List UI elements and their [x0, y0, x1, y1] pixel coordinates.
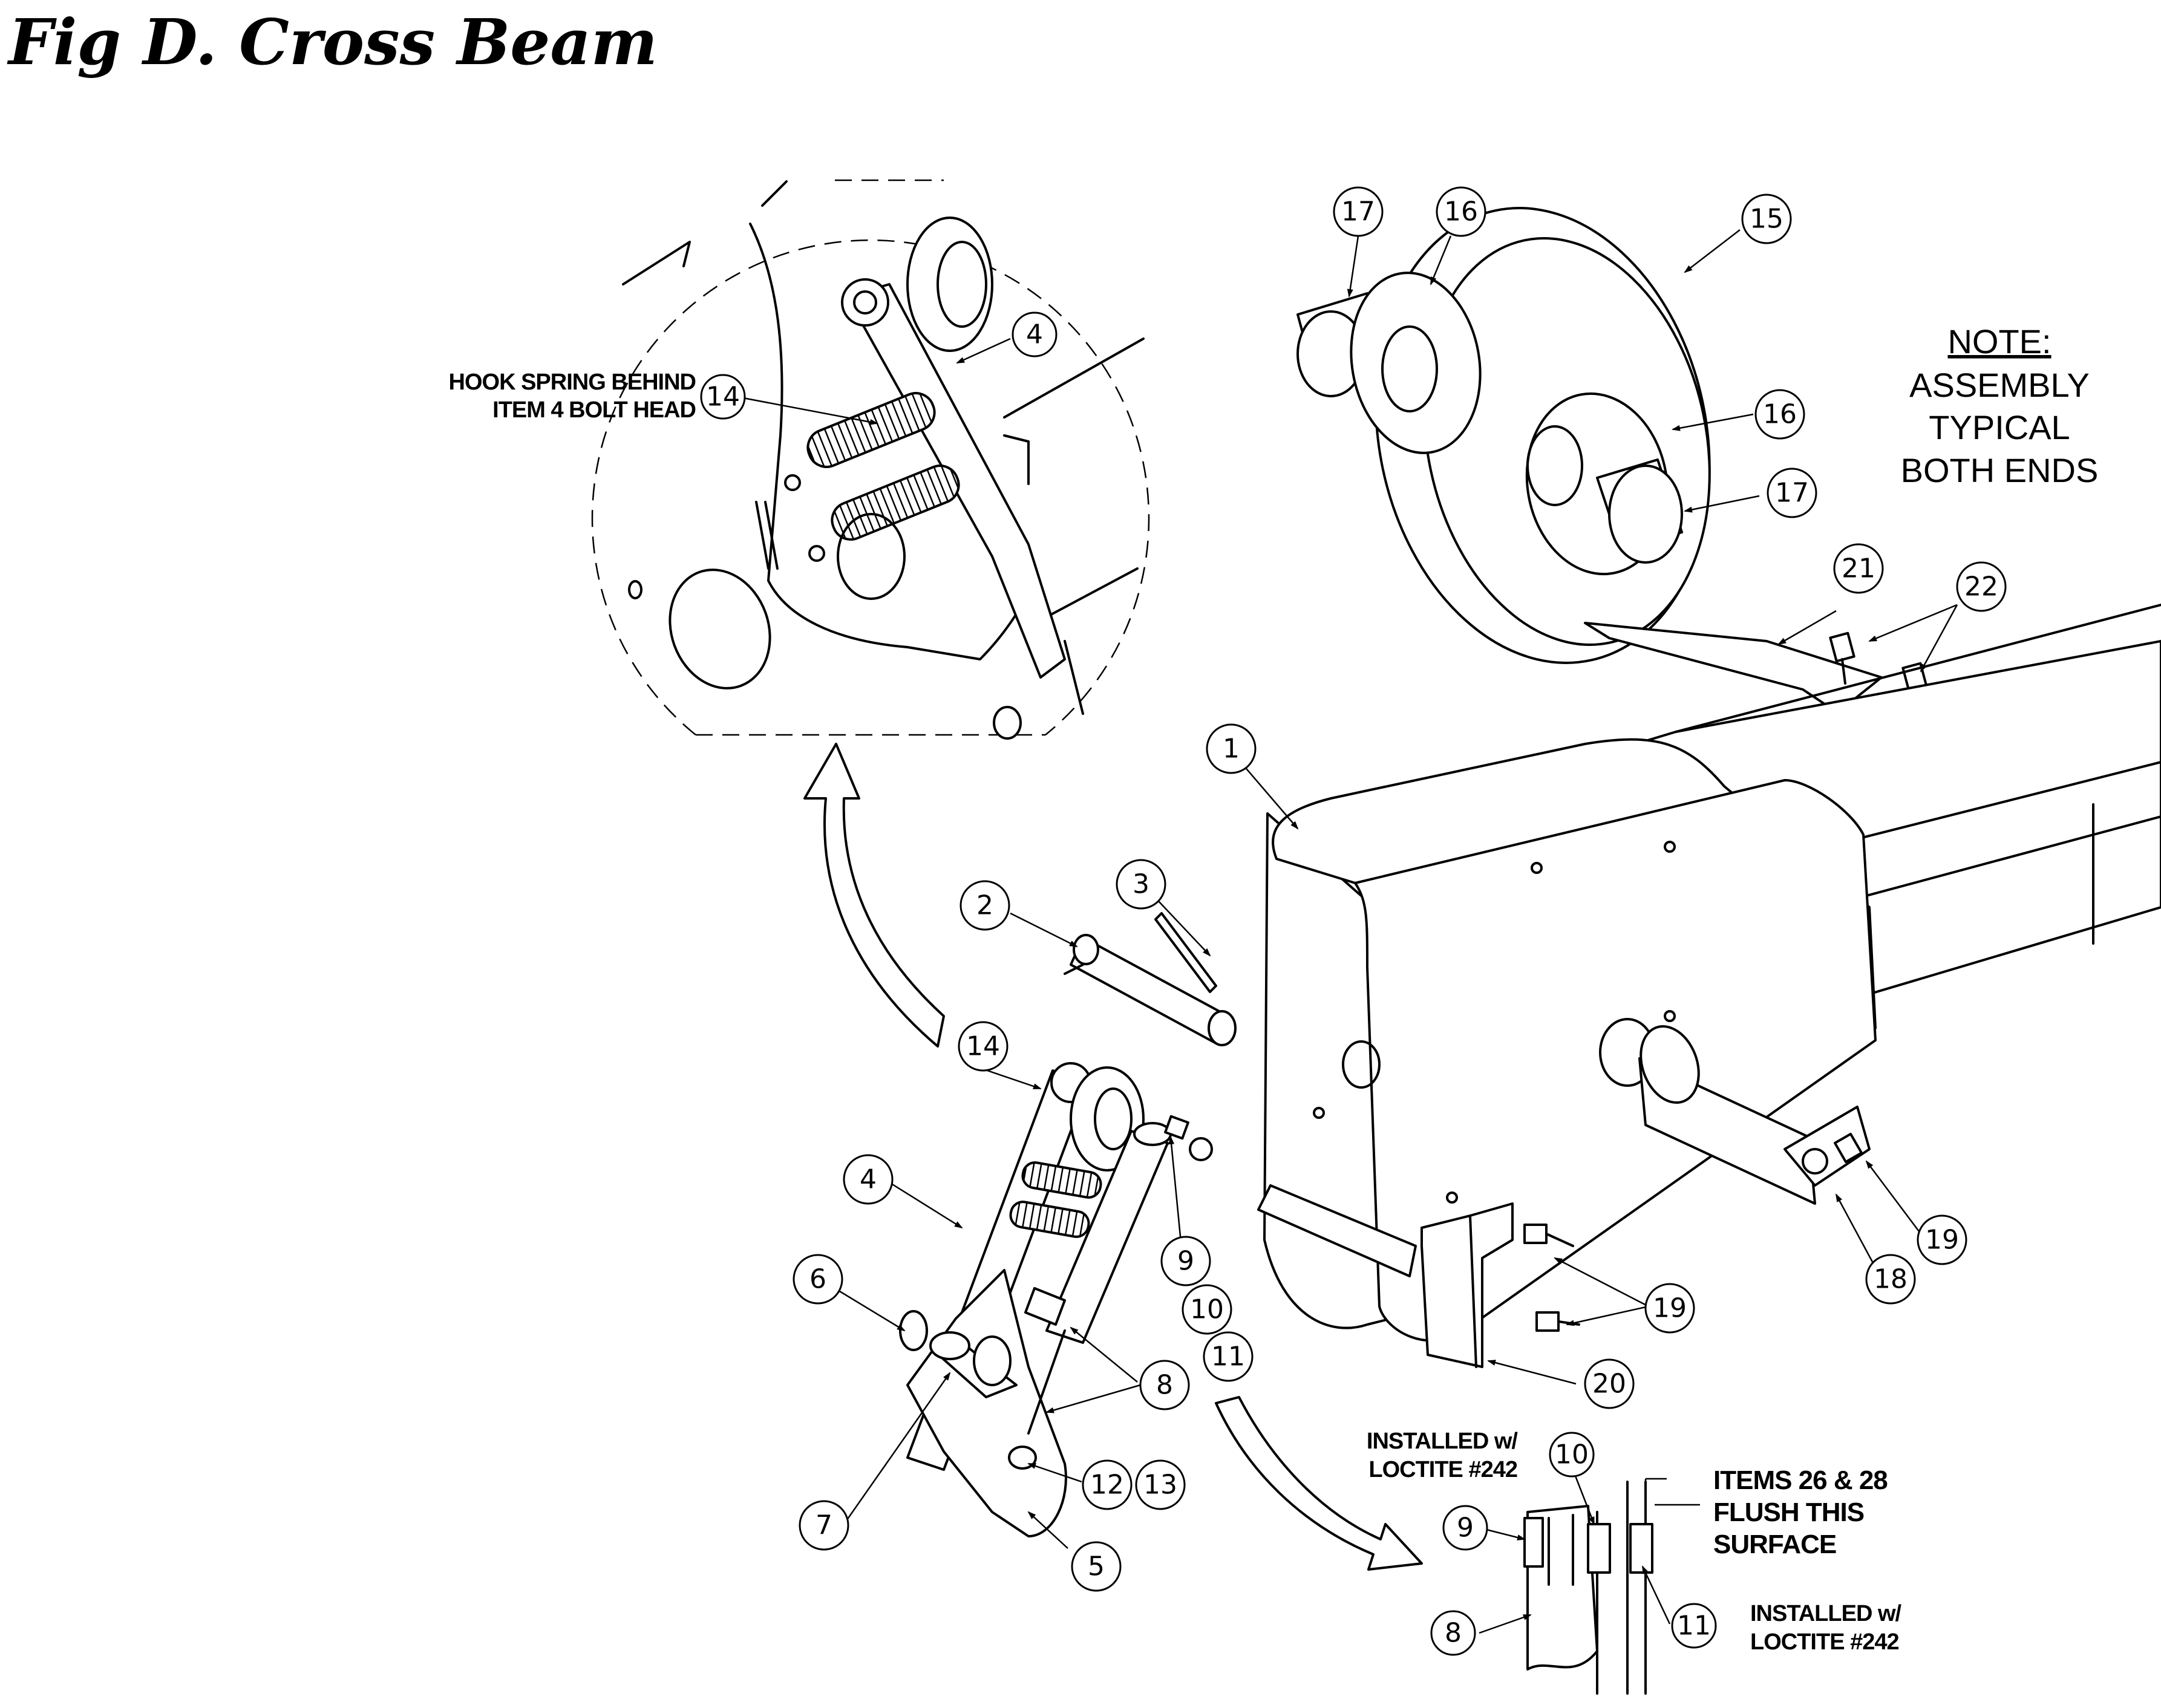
svg-text:16: 16	[1444, 197, 1478, 227]
bolt-item-19-right	[1834, 1132, 1863, 1164]
inset-nut-item-10	[1587, 1523, 1611, 1574]
block-item-20	[1421, 1202, 1514, 1368]
svg-text:12: 12	[1090, 1470, 1124, 1501]
balloon-16-top: 16	[1436, 186, 1486, 237]
assembly-note-line3: BOTH ENDS	[1901, 451, 2099, 489]
balloon-9-inset: 9	[1442, 1505, 1488, 1551]
svg-text:17: 17	[1341, 197, 1375, 227]
installed-note-11-line2: LOCTITE #242	[1750, 1629, 1899, 1655]
balloon-14-main: 14	[958, 1021, 1009, 1072]
detail-callout-arrow	[803, 743, 945, 1048]
balloon-19-right: 19	[1917, 1214, 1967, 1265]
svg-text:21: 21	[1842, 553, 1875, 584]
figure-title: Fig D. Cross Beam	[8, 5, 658, 79]
svg-text:15: 15	[1750, 204, 1783, 235]
svg-text:11: 11	[1211, 1341, 1245, 1372]
inset-callout-arrow	[1215, 1396, 1423, 1571]
svg-text:8: 8	[1445, 1618, 1462, 1649]
svg-text:14: 14	[966, 1031, 1000, 1062]
balloon-16-mid: 16	[1754, 389, 1805, 440]
installed-note-10-line2: LOCTITE #242	[1368, 1457, 1517, 1482]
balloon-10-inset: 10	[1549, 1432, 1595, 1478]
balloon-12: 12	[1082, 1459, 1133, 1510]
svg-text:20: 20	[1592, 1369, 1626, 1400]
hook-spring-note-line1: HOOK SPRING BEHIND	[449, 370, 696, 395]
balloon-4-detail: 4	[1012, 311, 1058, 357]
svg-text:1: 1	[1223, 734, 1240, 764]
svg-text:9: 9	[1177, 1246, 1194, 1277]
balloon-13: 13	[1135, 1459, 1186, 1510]
balloon-9: 9	[1160, 1236, 1211, 1286]
installed-note-11-line1: INSTALLED w/	[1750, 1601, 1902, 1626]
balloon-17-top: 17	[1333, 186, 1384, 237]
svg-text:8: 8	[1156, 1370, 1173, 1401]
balloon-5: 5	[1071, 1541, 1122, 1592]
inset-cylinder-item-8	[1526, 1505, 1598, 1671]
svg-text:6: 6	[809, 1264, 826, 1295]
detail-plate	[749, 223, 1030, 660]
balloon-22: 22	[1956, 561, 2007, 612]
balloon-17-mid: 17	[1767, 468, 1817, 518]
assembly-note-line1: ASSEMBLY	[1909, 366, 2090, 404]
svg-text:3: 3	[1133, 869, 1149, 900]
svg-text:14: 14	[706, 382, 740, 412]
svg-text:19: 19	[1925, 1225, 1959, 1256]
balloon-11-inset: 11	[1671, 1603, 1717, 1649]
balloon-18: 18	[1865, 1254, 1916, 1305]
flush-note-line1: ITEMS 26 & 28	[1713, 1465, 1888, 1495]
lever-assembly	[819, 1062, 1213, 1549]
balloon-11: 11	[1203, 1331, 1254, 1382]
detail-springs	[784, 392, 960, 562]
svg-text:18: 18	[1874, 1264, 1908, 1295]
sheave-assembly	[1296, 207, 1958, 763]
svg-text:7: 7	[816, 1510, 832, 1541]
assembly-note-line2: TYPICAL	[1929, 408, 2070, 446]
loctite-inset	[1479, 1466, 1700, 1695]
assembly-note-heading: NOTE:	[1947, 322, 2051, 360]
balloon-15: 15	[1741, 194, 1792, 244]
balloon-21: 21	[1833, 543, 1884, 594]
bolts-item-19-mid	[1523, 1224, 1580, 1332]
hook-spring-note-line2: ITEM 4 BOLT HEAD	[492, 397, 696, 423]
svg-text:4: 4	[860, 1164, 877, 1195]
svg-text:19: 19	[1653, 1293, 1687, 1324]
pin-item-2	[1010, 912, 1237, 1046]
balloon-6: 6	[793, 1254, 843, 1305]
springs-main	[1009, 1161, 1102, 1238]
balloon-8-inset: 8	[1430, 1610, 1476, 1656]
cross-beam-item-1	[1243, 604, 2161, 1385]
balloon-8: 8	[1139, 1360, 1190, 1410]
bracket-item-18	[1783, 1106, 1871, 1187]
cotter-pin-item-3	[1154, 901, 1217, 993]
svg-text:2: 2	[976, 890, 993, 921]
balloon-14-detail: 14	[700, 374, 746, 420]
svg-text:16: 16	[1763, 399, 1797, 430]
svg-text:9: 9	[1457, 1513, 1474, 1543]
svg-text:10: 10	[1555, 1439, 1589, 1470]
flush-note-line3: SURFACE	[1713, 1530, 1836, 1559]
balloon-10: 10	[1182, 1284, 1232, 1335]
balloon-3: 3	[1116, 859, 1166, 910]
balloon-20: 20	[1584, 1358, 1635, 1409]
balloon-7: 7	[799, 1500, 849, 1551]
balloon-1: 1	[1206, 723, 1257, 774]
detail-view-boundary	[591, 179, 1150, 736]
balloon-4-main: 4	[843, 1154, 894, 1205]
svg-text:13: 13	[1143, 1470, 1177, 1501]
flush-note-line2: FLUSH THIS	[1713, 1498, 1864, 1527]
detail-view	[591, 179, 1150, 740]
svg-text:22: 22	[1964, 572, 1998, 602]
svg-text:10: 10	[1190, 1294, 1224, 1325]
bushing-item-17-mid	[1596, 458, 1683, 564]
svg-text:5: 5	[1088, 1551, 1105, 1582]
svg-text:17: 17	[1775, 478, 1809, 509]
svg-text:4: 4	[1026, 319, 1043, 350]
balloon-19-mid: 19	[1644, 1283, 1695, 1334]
inset-nut-item-11	[1629, 1523, 1653, 1574]
balloon-2: 2	[960, 880, 1010, 931]
svg-text:11: 11	[1677, 1611, 1711, 1641]
washer-item-16-top	[1350, 272, 1482, 454]
installed-note-10-line1: INSTALLED w/	[1367, 1429, 1519, 1454]
